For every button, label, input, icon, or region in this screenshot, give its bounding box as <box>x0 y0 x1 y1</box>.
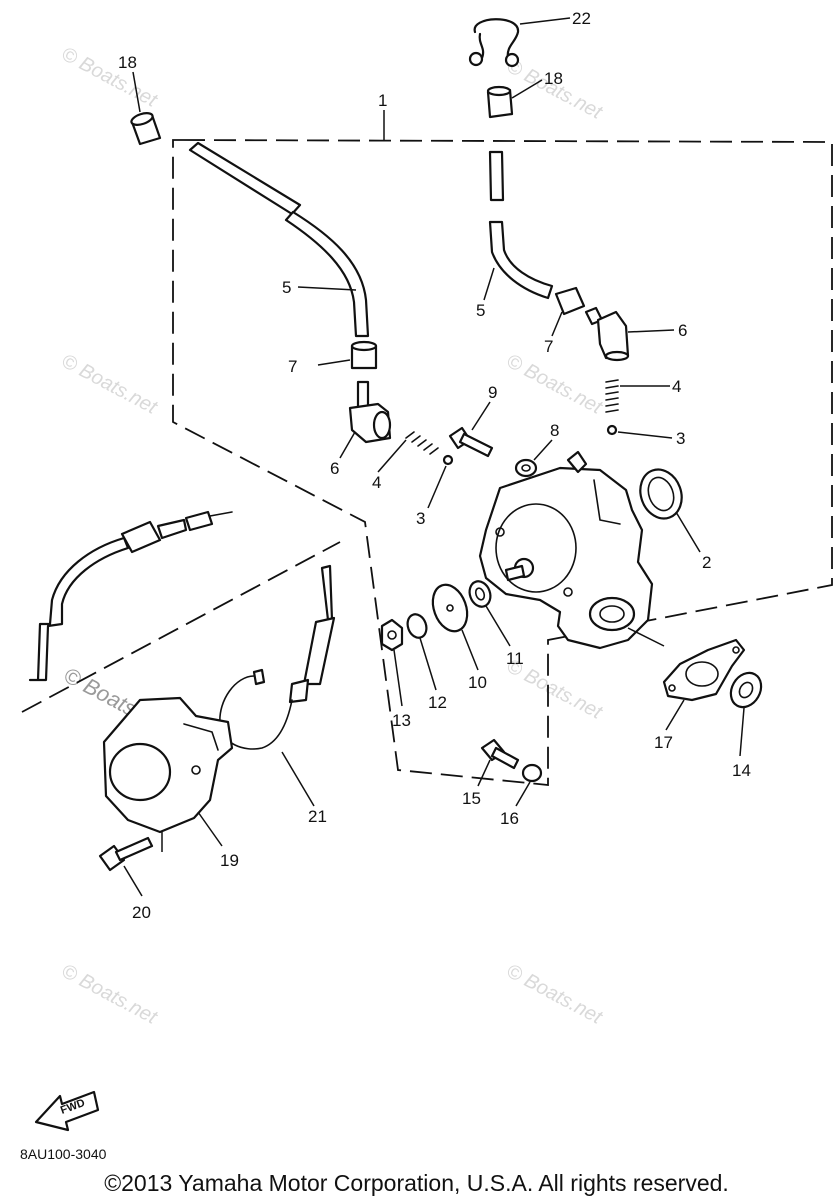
gasket <box>627 627 746 731</box>
hose-joint <box>551 286 586 337</box>
callout-3: 3 <box>416 509 425 528</box>
copyright-notice: ©2013 Yamaha Motor Corporation, U.S.A. A… <box>104 1170 729 1196</box>
callout-1: 1 <box>378 91 387 110</box>
throttle-cable <box>28 510 233 682</box>
washer <box>729 671 763 757</box>
washer <box>468 580 511 647</box>
callout-7: 7 <box>544 337 553 356</box>
oil-seal <box>639 468 701 553</box>
hose-clamp <box>468 17 571 68</box>
watermark: © Boats.net <box>503 55 607 124</box>
callout-5: 5 <box>282 278 291 297</box>
callout-7: 7 <box>288 357 297 376</box>
callout-14: 14 <box>732 761 751 780</box>
watermark: © Boats.net <box>58 350 162 419</box>
callout-13: 13 <box>392 711 411 730</box>
screw <box>448 401 494 458</box>
fuel-hose <box>483 150 554 301</box>
assembly-divider <box>21 541 341 713</box>
callout-19: 19 <box>220 851 239 870</box>
callout-4: 4 <box>672 377 681 396</box>
callout-8: 8 <box>550 421 559 440</box>
callout-16: 16 <box>500 809 519 828</box>
callouts: 1 22 18 18 5 5 7 7 6 6 4 4 3 3 9 8 2 10 … <box>118 9 751 922</box>
callout-9: 9 <box>488 383 497 402</box>
nut <box>380 618 404 707</box>
washer <box>515 763 543 807</box>
callout-3: 3 <box>676 429 685 448</box>
callout-4: 4 <box>372 473 381 492</box>
watermark: © Boats.net <box>503 350 607 419</box>
cable <box>219 564 336 807</box>
callout-5: 5 <box>476 301 485 320</box>
callout-20: 20 <box>132 903 151 922</box>
callout-12: 12 <box>428 693 447 712</box>
oil-pump-body <box>478 450 654 650</box>
watermark: © Boats.net <box>58 960 162 1029</box>
check-ball <box>427 454 454 509</box>
callout-17: 17 <box>654 733 673 752</box>
callout-18: 18 <box>118 53 137 72</box>
hose-sleeve <box>130 71 162 146</box>
callout-6: 6 <box>330 459 339 478</box>
diagram-code: 8AU100-3040 <box>20 1146 107 1162</box>
callout-6: 6 <box>678 321 687 340</box>
actuator-cover <box>102 696 234 852</box>
elbow-fitting <box>339 380 392 459</box>
fwd-arrow-icon: FWD <box>34 1090 100 1132</box>
callout-2: 2 <box>702 553 711 572</box>
callout-10: 10 <box>468 673 487 692</box>
check-ball <box>606 424 673 439</box>
fuel-hose <box>188 141 370 338</box>
spring <box>377 431 439 473</box>
callout-22: 22 <box>572 9 591 28</box>
washer <box>514 439 553 478</box>
callout-21: 21 <box>308 807 327 826</box>
spring <box>605 379 670 413</box>
bolt <box>98 836 154 897</box>
watermark: © Boats.net <box>503 960 607 1029</box>
elbow-fitting <box>584 306 675 362</box>
callout-18: 18 <box>544 69 563 88</box>
callout-15: 15 <box>462 789 481 808</box>
watermark: © Boats.net <box>58 43 162 112</box>
hose-sleeve <box>486 79 543 119</box>
callout-11: 11 <box>506 649 524 668</box>
bolt <box>477 738 520 787</box>
lock-washer <box>406 613 437 691</box>
hose-joint <box>317 340 378 370</box>
assembly-outline <box>172 139 833 786</box>
washer-plate <box>431 583 479 671</box>
